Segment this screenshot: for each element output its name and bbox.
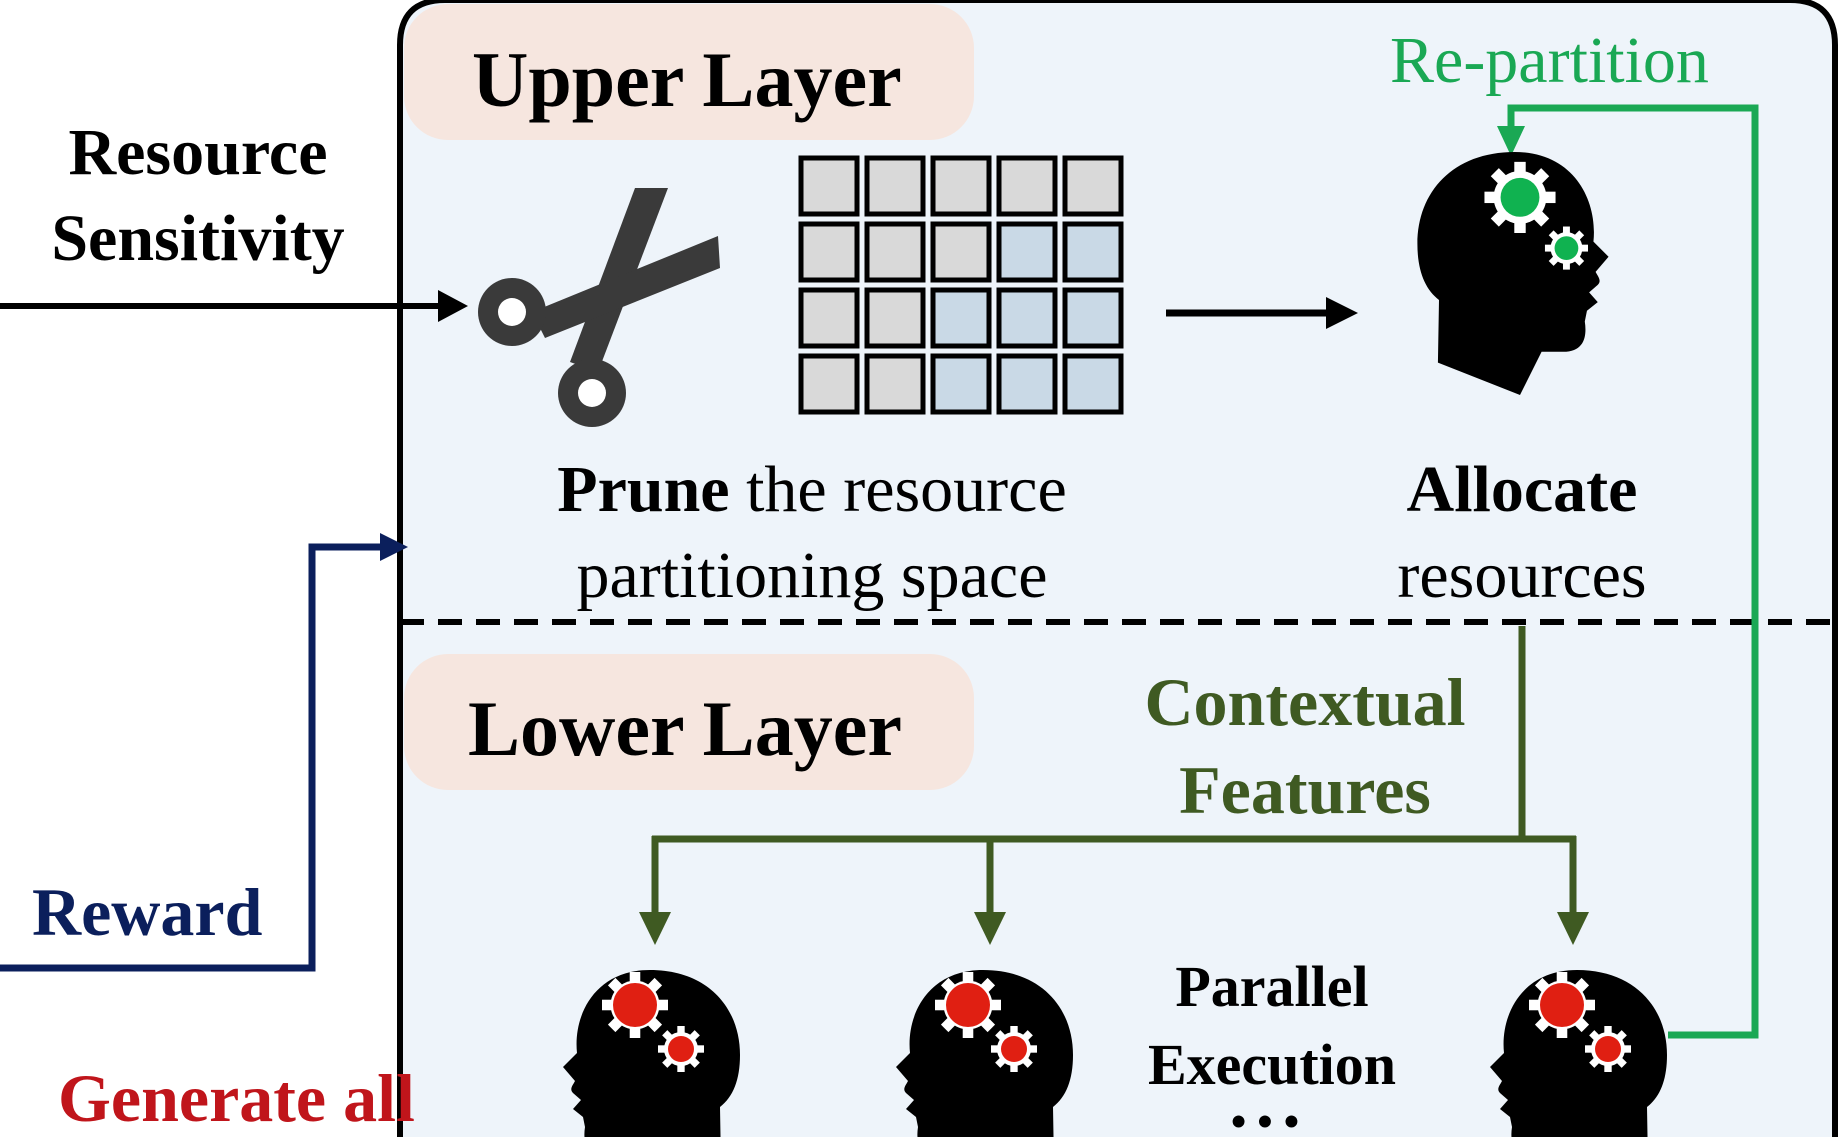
reward-arrow [0,543,384,972]
grid-cell [1062,353,1124,415]
head-gear-icon [896,970,1073,1137]
grid-cell [930,155,992,217]
upper-layer-pill: Upper Layer [404,4,974,140]
upper-layer-title: Upper Layer [472,36,902,123]
grid-cell [996,353,1058,415]
grid-cell [864,287,926,349]
grid-cell [930,221,992,283]
head-gear-icon [1417,152,1609,395]
repartition-arrowhead [1497,126,1525,156]
grid-cell [996,287,1058,349]
prune-caption: Prune the resource partitioning space [557,453,1067,612]
grid-cell [996,221,1058,283]
ellipsis: • • • [1230,1097,1300,1146]
grid-cell [996,155,1058,217]
grid-cell [798,353,860,415]
head-gear-icon [1490,970,1667,1137]
lower-layer-pill: Lower Layer [404,654,974,790]
contextual-arrowheads [639,912,1589,945]
reward-label: Reward [32,874,263,950]
allocate-caption: Allocate resources [1397,453,1647,612]
allocate-arrowhead [1326,297,1358,329]
parallel-execution-label: Parallel Execution [1147,954,1397,1097]
grid-cell [798,287,860,349]
contextual-arrows [651,626,1577,915]
grid-icon [798,155,1124,415]
resource-sensitivity-label: Resource Sensitivity [51,116,345,275]
grid-cell [1062,287,1124,349]
grid-cell [798,155,860,217]
grid-cell [798,221,860,283]
grid-cell [864,353,926,415]
grid-cell [864,155,926,217]
repartition-arrow [1507,104,1759,1039]
head-gear-icon [563,970,740,1137]
grid-cell [1062,221,1124,283]
grid-cell [1062,155,1124,217]
generate-all-label: Generate all [58,1060,415,1136]
repartition-label: Re-partition [1390,24,1709,97]
lower-layer-title: Lower Layer [468,685,902,772]
sensitivity-arrowhead [438,290,468,322]
grid-cell [930,353,992,415]
contextual-features-label: Contextual Features [1144,664,1466,828]
reward-arrowhead [380,533,408,561]
grid-cell [864,221,926,283]
scissors-icon [478,188,720,427]
grid-cell [930,287,992,349]
